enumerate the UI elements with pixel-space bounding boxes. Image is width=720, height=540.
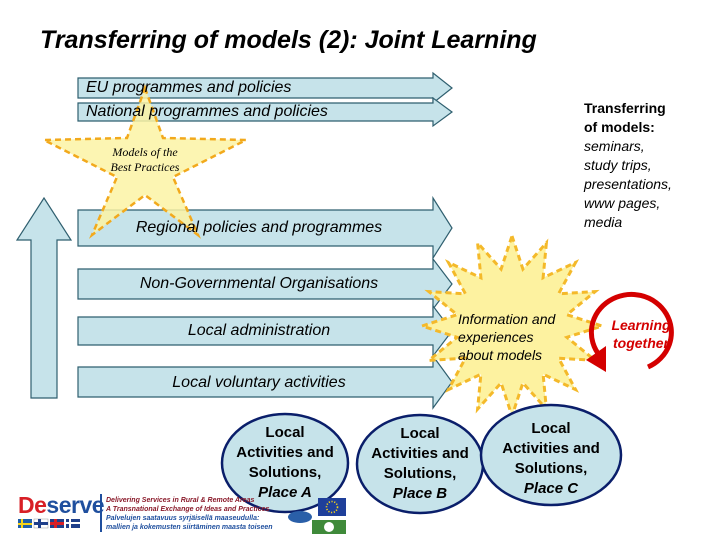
star-label: Models of the Best Practices	[96, 145, 194, 175]
note-heading-2: of models:	[584, 119, 655, 135]
place-name: Place A	[258, 484, 312, 501]
star-line-2: Best Practices	[110, 160, 180, 174]
deserve-logo: Deserve	[18, 492, 105, 519]
footer-divider	[100, 494, 102, 532]
learning-line-1: Learning	[611, 317, 671, 333]
footer-line: Delivering Services in Rural & Remote Ar…	[106, 497, 255, 504]
note-item: www pages,	[584, 195, 661, 211]
star-line-1: Models of the	[112, 145, 178, 159]
learning-line-2: together	[613, 335, 669, 351]
burst-line-1: Information and	[458, 311, 556, 327]
partner-logo-icon	[288, 511, 346, 534]
place-line: Local	[531, 420, 571, 437]
footer-line: Palvelujen saatavuus syrjäisellä maaseud…	[106, 515, 260, 522]
eu-flag-icon	[318, 498, 346, 516]
logo-serve: serve	[46, 492, 105, 518]
place-b-label: Local Activities and Solutions, Place B	[360, 424, 480, 504]
learning-arrowhead	[586, 346, 606, 372]
place-line: Solutions,	[514, 460, 588, 477]
place-line: Local	[400, 425, 440, 442]
place-name: Place B	[392, 485, 448, 502]
star-shape	[43, 84, 247, 239]
page-title: Transferring of models (2): Joint Learni…	[40, 26, 537, 54]
burst-line-3: about models	[458, 347, 543, 363]
arrow-eu-programmes	[77, 71, 453, 105]
arrow-local-administration	[77, 304, 453, 358]
footer-project-text: Delivering Services in Rural & Remote Ar…	[106, 496, 276, 532]
note-heading-1: Transferring	[584, 100, 666, 116]
note-item: study trips,	[584, 157, 652, 173]
footer-line: mallien ja kokemusten siirtäminen maasta…	[106, 524, 273, 531]
arrow-label-local-voluntary: Local voluntary activities	[172, 374, 346, 391]
note-item: presentations,	[584, 176, 672, 192]
place-line: Activities and	[371, 445, 469, 462]
place-a-label: Local Activities and Solutions, Place A	[225, 423, 345, 503]
arrow-label-regional: Regional policies and programmes	[135, 219, 383, 236]
place-a-ellipse	[220, 412, 350, 514]
learning-cycle-arrow	[588, 291, 674, 370]
transferring-note: Transferring of models: seminars, study …	[584, 99, 714, 232]
arrow-label-local-admin: Local administration	[187, 322, 331, 339]
place-c-ellipse	[479, 403, 623, 507]
place-c-label: Local Activities and Solutions, Place C	[491, 419, 611, 499]
arrow-local-voluntary	[77, 354, 453, 410]
learning-together-label: Learning together	[603, 316, 679, 352]
burst-line-2: experiences	[458, 329, 534, 345]
note-item: media	[584, 214, 623, 230]
place-line: Activities and	[236, 444, 334, 461]
burst-label: Information and experiences about models	[458, 310, 576, 364]
place-name: Place C	[523, 480, 579, 497]
upward-arrow	[15, 196, 73, 399]
place-line: Solutions,	[248, 464, 322, 481]
place-line: Local	[265, 424, 305, 441]
arrow-label-eu: EU programmes and policies	[86, 79, 292, 96]
logo-de: De	[18, 492, 47, 518]
footer-line: A Transnational Exchange of Ideas and Pr…	[106, 506, 270, 513]
flag-icons	[18, 518, 80, 529]
place-line: Solutions,	[383, 465, 457, 482]
note-item: seminars,	[584, 138, 645, 154]
place-line: Activities and	[502, 440, 600, 457]
arrow-label-ngo: Non-Governmental Organisations	[139, 275, 379, 292]
arrow-label-national: National programmes and policies	[86, 103, 328, 120]
